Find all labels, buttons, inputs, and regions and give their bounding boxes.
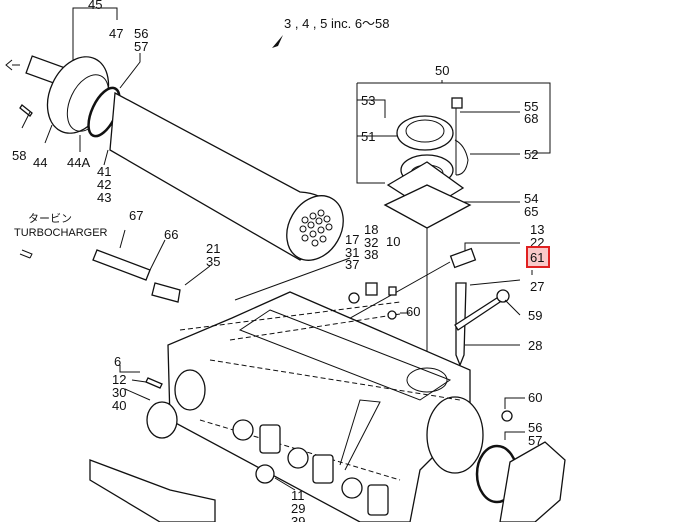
callout-29: 29 [291, 501, 305, 516]
callout-61[interactable]: 61 [530, 250, 544, 265]
callout-37: 37 [345, 257, 359, 272]
callout-57-lower: 57 [528, 433, 542, 448]
callout-66: 66 [164, 227, 178, 242]
flow-arrow-icon [5, 59, 20, 71]
filler-cap-assembly [356, 80, 551, 370]
callout-54: 54 [524, 191, 538, 206]
manifold-body [89, 291, 566, 522]
callout-59: 59 [528, 308, 542, 323]
callout-41: 41 [97, 164, 111, 179]
callout-38: 38 [364, 247, 378, 262]
callout-56: 56 [134, 26, 148, 41]
callout-27: 27 [530, 279, 544, 294]
oil-cooler-assembly [5, 7, 344, 261]
callout-39: 39 [291, 514, 305, 522]
turbine-label-jp: タービン [28, 212, 72, 225]
callout-55: 55 [524, 99, 538, 114]
callout-18: 18 [364, 222, 378, 237]
callout-47: 47 [109, 26, 123, 41]
dipstick-parts [239, 242, 533, 381]
callout-65: 65 [524, 204, 538, 219]
callout-45: 45 [88, 0, 102, 12]
callout-58: 58 [12, 148, 26, 163]
callout-12: 12 [112, 372, 126, 387]
callout-11: 11 [291, 488, 305, 503]
inlet-arrow-icon [19, 249, 33, 259]
inlet-pipe [92, 229, 351, 303]
callout-40: 40 [112, 398, 126, 413]
callout-32: 32 [364, 235, 378, 250]
inclusion-note: 3 , 4 , 5 inc. 6〜58 [284, 16, 390, 31]
callout-52: 52 [524, 147, 538, 162]
callout-44a: 44A [67, 155, 90, 170]
callout-57: 57 [134, 39, 148, 54]
callout-31: 31 [345, 245, 359, 260]
callout-17: 17 [345, 232, 359, 247]
callout-21: 21 [206, 241, 220, 256]
callout-10: 10 [386, 234, 400, 249]
callout-35: 35 [206, 254, 220, 269]
highlight-box-61[interactable] [526, 246, 550, 268]
callout-68: 68 [524, 111, 538, 126]
callout-67: 67 [129, 208, 143, 223]
view-arrow-icon [272, 35, 283, 48]
callout-28: 28 [528, 338, 542, 353]
callout-13: 13 [530, 222, 544, 237]
callout-56-lower: 56 [528, 420, 542, 435]
callout-53: 53 [361, 93, 375, 108]
callout-44: 44 [33, 155, 47, 170]
turbocharger-label: TURBOCHARGER [14, 227, 108, 239]
callout-60-lower: 60 [528, 390, 542, 405]
callout-30: 30 [112, 385, 126, 400]
callout-43: 43 [97, 190, 111, 205]
callout-6: 6 [114, 354, 121, 369]
callout-60-upper: 60 [406, 304, 420, 319]
callout-50: 50 [435, 63, 449, 78]
callout-51: 51 [361, 129, 375, 144]
callout-42: 42 [97, 177, 111, 192]
